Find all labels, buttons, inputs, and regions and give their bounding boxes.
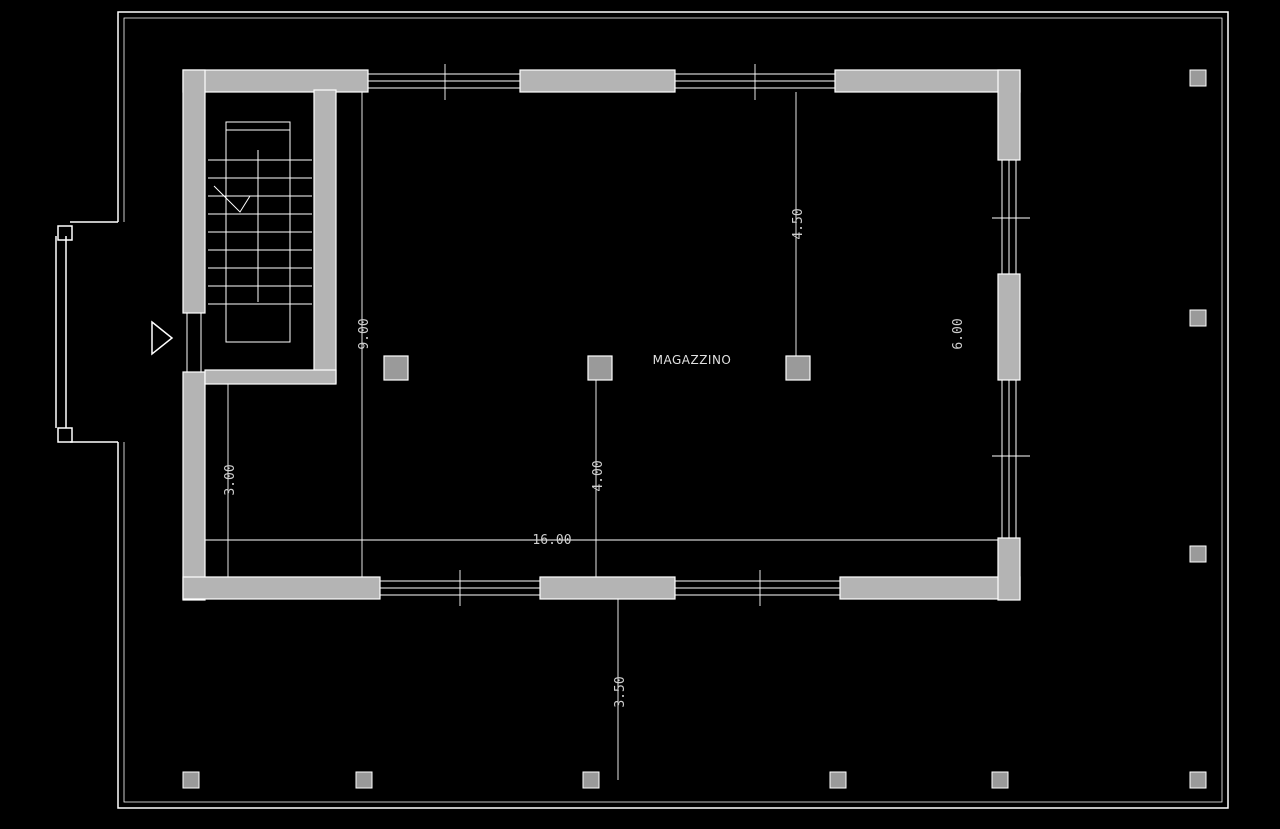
- wall-bottom-right: [839, 576, 1021, 600]
- dim-height-right: 6.00: [951, 318, 966, 349]
- dim-column-span: 4.00: [591, 460, 606, 491]
- fence-post: [1189, 545, 1207, 563]
- gate-post-top: [57, 225, 73, 241]
- fence-post: [1189, 309, 1207, 327]
- fence-post: [355, 771, 373, 789]
- column: [383, 355, 409, 381]
- wall-right-top: [997, 69, 1021, 161]
- fence-post: [1189, 771, 1207, 789]
- dim-right-upper: 4.50: [791, 208, 806, 239]
- column: [587, 355, 613, 381]
- dim-outside-depth: 3.50: [613, 676, 628, 707]
- wall-left-lower: [182, 371, 206, 601]
- fence-post: [582, 771, 600, 789]
- wall-stair-bottom: [204, 369, 337, 385]
- fence-post: [182, 771, 200, 789]
- room-label: MAGAZZINO: [653, 353, 732, 367]
- staircase: [208, 121, 312, 343]
- dim-height-stair: 3.00: [223, 464, 238, 495]
- wall-stair-right: [313, 89, 337, 384]
- wall-top-right: [834, 69, 1021, 93]
- wall-bottom-middle: [539, 576, 676, 600]
- column: [785, 355, 811, 381]
- fence-post: [991, 771, 1009, 789]
- gate-post-bottom: [57, 427, 73, 443]
- entrance-arrow-icon: [151, 320, 174, 356]
- site-boundary: [117, 11, 1229, 809]
- wall-top-middle: [519, 69, 676, 93]
- dim-height-left: 9.00: [357, 318, 372, 349]
- wall-top-left: [182, 69, 369, 93]
- wall-bottom-left: [182, 576, 381, 600]
- site-boundary-inner: [123, 17, 1223, 803]
- wall-left-upper: [182, 69, 206, 314]
- fence-post: [829, 771, 847, 789]
- wall-right-middle: [997, 273, 1021, 381]
- wall-right-bottom: [997, 537, 1021, 601]
- fence-post: [1189, 69, 1207, 87]
- dim-width-bottom: 16.00: [532, 533, 571, 548]
